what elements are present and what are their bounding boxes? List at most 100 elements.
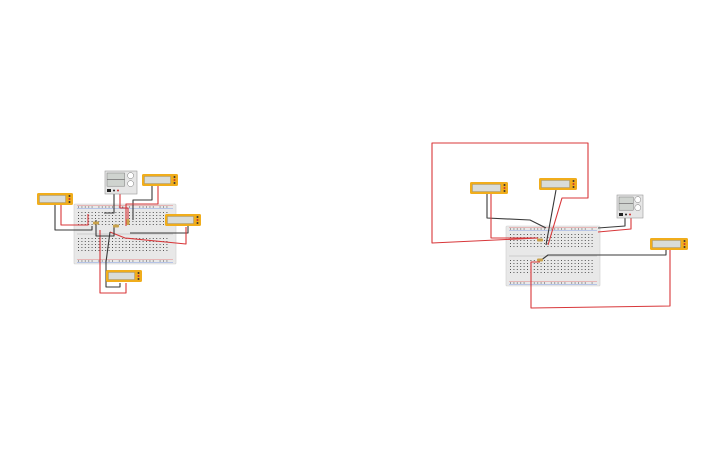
breadboard-hole	[84, 218, 86, 219]
terminal-positive[interactable]	[117, 189, 119, 192]
rail-hole	[578, 282, 579, 284]
wire-meter3-red[interactable]	[109, 227, 187, 245]
breadboard-hole	[152, 244, 154, 245]
terminal-negative[interactable]	[625, 213, 627, 216]
power-switch[interactable]	[107, 189, 111, 192]
multimeter[interactable]	[142, 174, 178, 186]
current-knob[interactable]	[634, 204, 642, 211]
breadboard-hole	[544, 246, 545, 247]
wire-meter3-black[interactable]	[539, 250, 667, 262]
multimeter[interactable]	[650, 238, 688, 250]
breadboard-hole	[135, 250, 137, 251]
power-supply[interactable]	[104, 170, 138, 195]
resistor[interactable]	[113, 224, 119, 228]
wire-meter1-red[interactable]	[490, 194, 538, 239]
breadboard-hole	[122, 241, 124, 242]
wire-supply-red[interactable]	[597, 218, 632, 233]
breadboard-hole	[149, 218, 151, 219]
multimeter[interactable]	[165, 214, 201, 226]
terminal-a[interactable]	[683, 246, 686, 248]
breadboard-hole	[101, 241, 103, 242]
terminal-a[interactable]	[196, 222, 199, 224]
wire-meter2-red[interactable]	[125, 186, 159, 226]
breadboard[interactable]	[505, 225, 601, 287]
breadboard-hole	[91, 215, 93, 216]
voltage-knob[interactable]	[634, 196, 642, 203]
breadboard-hole	[166, 244, 168, 245]
current-knob[interactable]	[127, 180, 134, 187]
resistor[interactable]	[93, 221, 99, 225]
terminal-com[interactable]	[683, 240, 686, 242]
multimeter[interactable]	[539, 178, 577, 190]
wire-meter3-red[interactable]	[530, 250, 671, 309]
breadboard-hole	[527, 263, 528, 264]
voltage-knob[interactable]	[127, 172, 134, 179]
terminal-com[interactable]	[68, 195, 71, 197]
resistor[interactable]	[537, 238, 543, 242]
wire-meter4-red[interactable]	[99, 230, 127, 294]
breadboard-hole	[152, 212, 154, 213]
breadboard-hole	[540, 263, 542, 264]
wire-supply-red[interactable]	[119, 193, 129, 220]
terminal-negative[interactable]	[113, 189, 115, 192]
rail-hole	[166, 206, 168, 208]
breadboard-hole	[567, 272, 569, 273]
breadboard-hole	[574, 234, 576, 235]
power-supply[interactable]	[616, 194, 644, 219]
breadboard-hole	[513, 240, 515, 241]
breadboard-hole	[554, 260, 556, 261]
wire-loop-red[interactable]	[431, 142, 589, 246]
terminal-v[interactable]	[572, 183, 575, 185]
resistor[interactable]	[537, 258, 543, 262]
terminal-com[interactable]	[572, 180, 575, 182]
breadboard-hole	[108, 244, 110, 245]
multimeter[interactable]	[37, 193, 73, 205]
breadboard-hole	[527, 272, 528, 273]
multimeter[interactable]	[470, 182, 508, 194]
terminal-v[interactable]	[68, 198, 71, 200]
terminal-a[interactable]	[68, 201, 71, 203]
terminal-v[interactable]	[503, 187, 506, 189]
wire-supply-black[interactable]	[104, 193, 115, 214]
terminal-positive[interactable]	[629, 213, 631, 216]
breadboard-hole	[554, 240, 556, 241]
resistor[interactable]	[126, 219, 130, 225]
terminal-v[interactable]	[137, 275, 140, 277]
wire-meter2-black[interactable]	[545, 189, 557, 246]
breadboard-hole	[574, 263, 576, 264]
terminal-com[interactable]	[503, 184, 506, 186]
breadboard[interactable]	[73, 203, 177, 265]
power-switch[interactable]	[619, 213, 623, 216]
breadboard-hole	[105, 221, 107, 222]
terminal-v[interactable]	[683, 243, 686, 245]
terminal-a[interactable]	[503, 190, 506, 192]
terminal-v[interactable]	[196, 219, 199, 221]
breadboard-hole	[146, 215, 147, 216]
wire-meter2-black[interactable]	[132, 186, 153, 220]
wire-meter1-black[interactable]	[486, 194, 547, 229]
breadboard-hole	[530, 260, 532, 261]
breadboard-hole	[108, 221, 110, 222]
terminal-v[interactable]	[173, 179, 176, 181]
wire-meter1-black[interactable]	[54, 205, 93, 231]
wire-meter4-black[interactable]	[105, 231, 121, 288]
terminal-a[interactable]	[137, 278, 140, 280]
breadboard-hole	[139, 247, 141, 248]
breadboard-hole	[516, 266, 518, 267]
breadboard-hole	[561, 243, 562, 244]
terminal-com[interactable]	[137, 272, 140, 274]
wire-bridge[interactable]	[95, 220, 115, 237]
wire-meter1-red[interactable]	[60, 205, 89, 226]
breadboard-hole	[584, 260, 586, 261]
breadboard-hole	[142, 221, 144, 222]
breadboard-hole	[152, 218, 154, 219]
terminal-com[interactable]	[196, 216, 199, 218]
terminal-a[interactable]	[173, 182, 176, 184]
terminal-com[interactable]	[173, 176, 176, 178]
wire-supply-black[interactable]	[597, 218, 626, 229]
breadboard-hole	[527, 243, 528, 244]
breadboard-hole	[523, 260, 525, 261]
multimeter[interactable]	[106, 270, 142, 282]
terminal-a[interactable]	[572, 186, 575, 188]
